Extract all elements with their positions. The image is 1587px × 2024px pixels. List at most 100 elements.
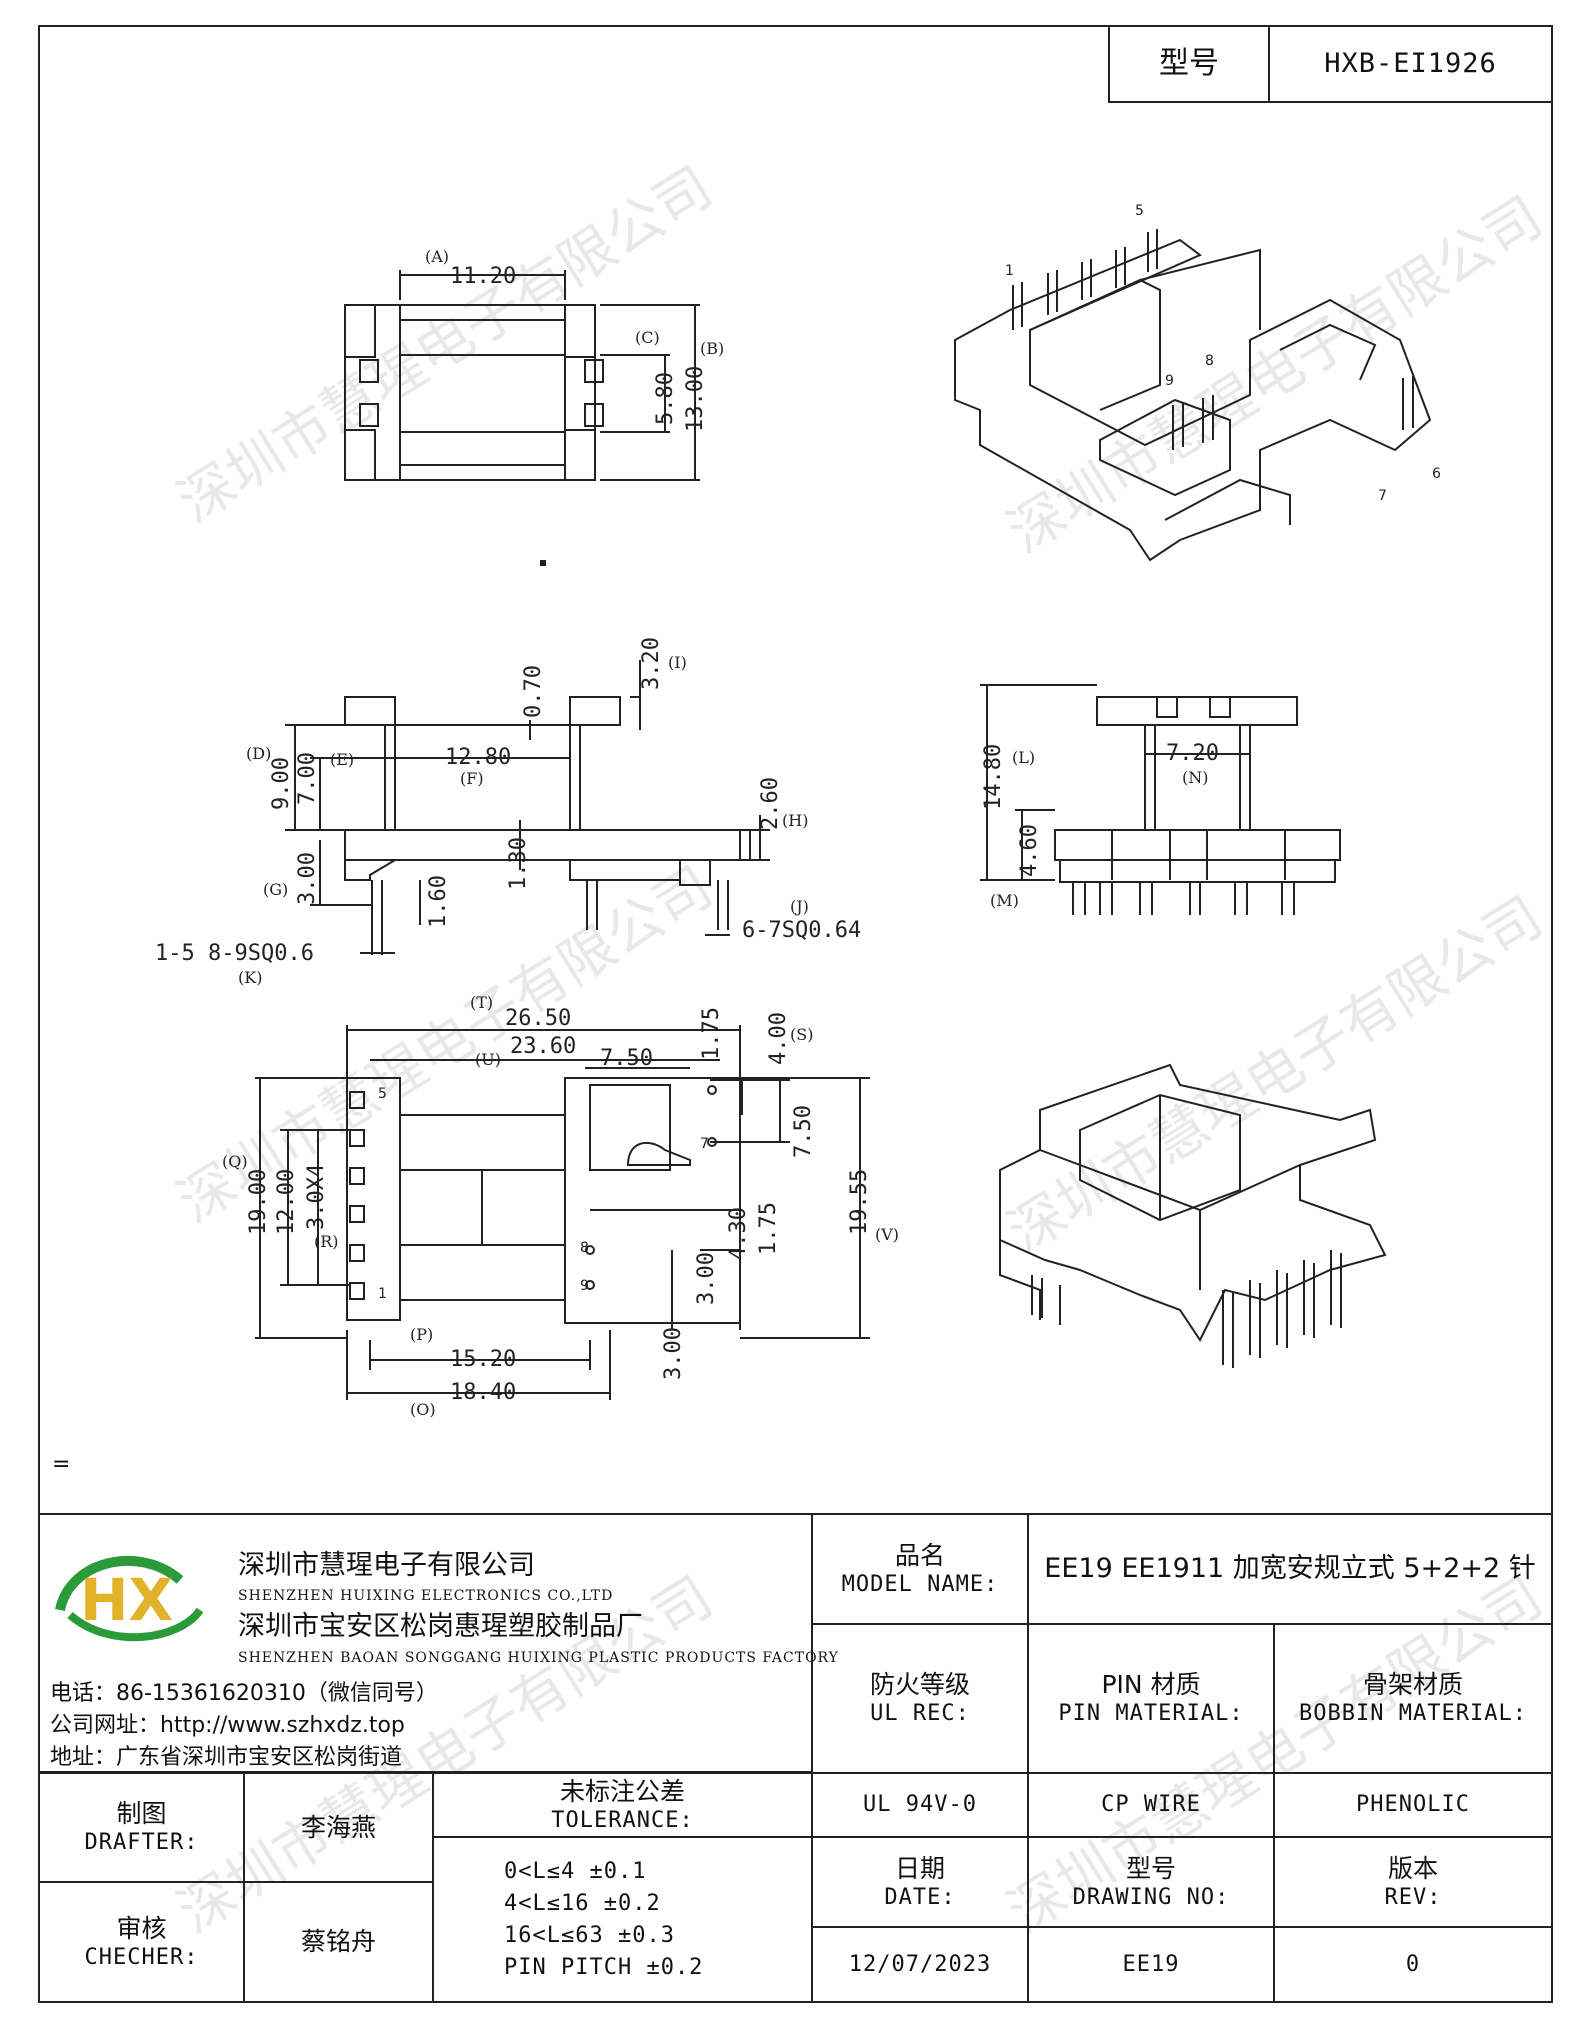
pin-number-9: 9 <box>580 1278 589 1294</box>
bobbin-material-label-cn: 骨架材质 <box>1362 1670 1463 1700</box>
dim-160: 1.60 <box>426 875 451 928</box>
drafter-label-en: DRAFTER: <box>84 1830 199 1856</box>
pin-number-1: 1 <box>378 1286 387 1302</box>
tolerance-label-en: TOLERANCE: <box>551 1807 694 1833</box>
side-view-labels: 14.80 (L) 4.60 (M) 7.20 (N) <box>981 741 1219 910</box>
dim-F: 12.80 <box>445 745 511 770</box>
dim-letter-C: (C) <box>635 328 660 347</box>
iso-pin-7: 7 <box>1378 488 1387 504</box>
drawing-no-label: 型号 DRAWING NO: <box>1027 1836 1275 1928</box>
company-website: 公司网址：http://www.szhxdz.top <box>50 1713 405 1738</box>
pin-number-7: 7 <box>700 1136 709 1152</box>
dim-u-750: 7.50 <box>600 1046 653 1071</box>
ul-rec-value: UL 94V-0 <box>811 1772 1029 1838</box>
dim-letter-T: (T) <box>470 993 493 1012</box>
company-name-en: SHENZHEN HUIXING ELECTRONICS CO.,LTD <box>238 1588 614 1604</box>
rev-value: 0 <box>1273 1926 1553 2003</box>
dim-b-430: 4.30 <box>726 1207 751 1260</box>
pin-material-label: PIN 材质 PIN MATERIAL: <box>1027 1623 1275 1774</box>
ul-rec-label-en: UL REC: <box>870 1701 970 1727</box>
drawing-no-value: EE19 <box>1027 1926 1275 2003</box>
dim-letter-L: (L) <box>1012 748 1035 767</box>
factory-name-cn: 深圳市宝安区松岗惠瑆塑胶制品厂 <box>238 1611 643 1642</box>
dim-letter-D: (D) <box>246 744 271 763</box>
rev-label: 版本 REV: <box>1273 1836 1553 1928</box>
pin-material-label-cn: PIN 材质 <box>1101 1670 1201 1700</box>
drafter-value: 李海燕 <box>243 1772 434 1883</box>
dim-letter-O: (O) <box>410 1400 436 1419</box>
dim-T: 26.50 <box>505 1006 571 1031</box>
dim-J: 6-7SQ0.64 <box>742 918 861 943</box>
date-label: 日期 DATE: <box>811 1836 1029 1928</box>
dim-b-300b: 3.00 <box>661 1327 686 1380</box>
dim-top-070: 0.70 <box>521 665 546 718</box>
isometric-view-top <box>954 229 1432 562</box>
dim-letter-S: (S) <box>790 1025 813 1044</box>
dim-letter-B: (B) <box>700 339 724 358</box>
model-name-value: EE19 EE1911 加宽安规立式 5+2+2 针 <box>1027 1513 1553 1625</box>
dim-u-175: 1.75 <box>699 1007 724 1060</box>
dim-D: 9.00 <box>269 757 294 810</box>
checker-label: 审核 CHECHER: <box>38 1881 245 2003</box>
date-value: 12/07/2023 <box>811 1926 1029 2003</box>
drafter-label: 制图 DRAFTER: <box>38 1772 245 1883</box>
checker-value: 蔡铭舟 <box>243 1881 434 2003</box>
dim-letter-H: (H) <box>782 811 808 830</box>
iso-pin-5: 5 <box>1135 203 1144 219</box>
front-view-labels: 3.20 (I) 0.70 12.80 (F) 9.00 (D) 7.00 (E… <box>155 637 861 987</box>
dim-letter-E: (E) <box>330 750 354 769</box>
isometric-view-bottom <box>999 1063 1387 1368</box>
front-view <box>285 660 770 955</box>
dim-letter-J: (J) <box>790 897 809 916</box>
dim-letter-U: (U) <box>475 1050 501 1069</box>
dim-letter-Q: (Q) <box>222 1152 248 1171</box>
dim-N: 7.20 <box>1166 741 1219 766</box>
company-logo: HX <box>55 1555 204 1642</box>
dim-130: 1.30 <box>506 837 531 890</box>
iso-pin-9: 9 <box>1165 373 1174 389</box>
tolerance-label: 未标注公差 TOLERANCE: <box>432 1772 813 1838</box>
technical-drawing: 11.20 (A) 13.00 (B) 5.80 (C) 3 <box>155 203 1441 1419</box>
model-name-label: 品名 MODEL NAME: <box>811 1513 1029 1625</box>
checker-label-en: CHECHER: <box>84 1944 199 1970</box>
rev-label-en: REV: <box>1384 1884 1442 1910</box>
drawing-no-label-en: DRAWING NO: <box>1072 1884 1230 1910</box>
logo-text: HX <box>80 1566 173 1634</box>
dim-V: 19.55 <box>847 1169 872 1235</box>
iso-pin-1: 1 <box>1005 263 1014 279</box>
rev-label-cn: 版本 <box>1387 1853 1438 1883</box>
bobbin-material-label: 骨架材质 BOBBIN MATERIAL: <box>1273 1623 1553 1774</box>
dim-L: 14.80 <box>981 744 1006 810</box>
dim-S: 4.00 <box>766 1012 791 1065</box>
factory-name-en: SHENZHEN BAOAN SONGGANG HUIXING PLASTIC … <box>238 1650 839 1666</box>
pin-material-label-en: PIN MATERIAL: <box>1058 1701 1244 1727</box>
pin-number-5: 5 <box>378 1086 387 1102</box>
dim-letter-K: (K) <box>238 968 262 987</box>
pin-number-8: 8 <box>580 1240 589 1256</box>
dim-O: 18.40 <box>450 1380 516 1405</box>
bobbin-material-label-en: BOBBIN MATERIAL: <box>1299 1701 1527 1727</box>
tolerance-line: PIN PITCH ±0.2 <box>504 1954 704 1980</box>
dim-M: 4.60 <box>1017 824 1042 877</box>
tolerance-line: 16<L≤63 ±0.3 <box>504 1922 675 1948</box>
stray-mark: = <box>52 1452 71 1477</box>
dim-b-175: 1.75 <box>756 1202 781 1255</box>
isometric-view-top-labels: 1 5 8 9 6 7 <box>1005 203 1441 504</box>
dim-B: 13.00 <box>683 366 708 432</box>
company-address: 地址：广东省深圳市宝安区松岗街道 <box>50 1745 403 1770</box>
drawing-no-label-cn: 型号 <box>1125 1853 1176 1883</box>
tolerance-values: 0<L≤4 ±0.1 4<L≤16 ±0.2 16<L≤63 ±0.3 PIN … <box>432 1836 813 2003</box>
iso-pin-8: 8 <box>1205 353 1214 369</box>
dim-letter-G: (G) <box>263 880 288 899</box>
header-model-label: 型号 <box>1108 25 1270 103</box>
dim-I: 3.20 <box>639 637 664 690</box>
dim-letter-P: (P) <box>410 1325 433 1344</box>
dim-letter-M: (M) <box>990 891 1019 910</box>
ul-rec-label: 防火等级 UL REC: <box>811 1623 1029 1774</box>
dim-K: 1-5 8-9SQ0.6 <box>155 941 314 966</box>
dim-r-pitch: 3.0X4 <box>304 1164 329 1230</box>
dim-G: 3.00 <box>295 852 320 905</box>
dim-s-750: 7.50 <box>791 1105 816 1158</box>
top-view <box>344 270 700 481</box>
bottom-view-labels: 26.50 (T) 23.60 (U) 7.50 1.75 4.00 (S) 7… <box>222 993 899 1419</box>
